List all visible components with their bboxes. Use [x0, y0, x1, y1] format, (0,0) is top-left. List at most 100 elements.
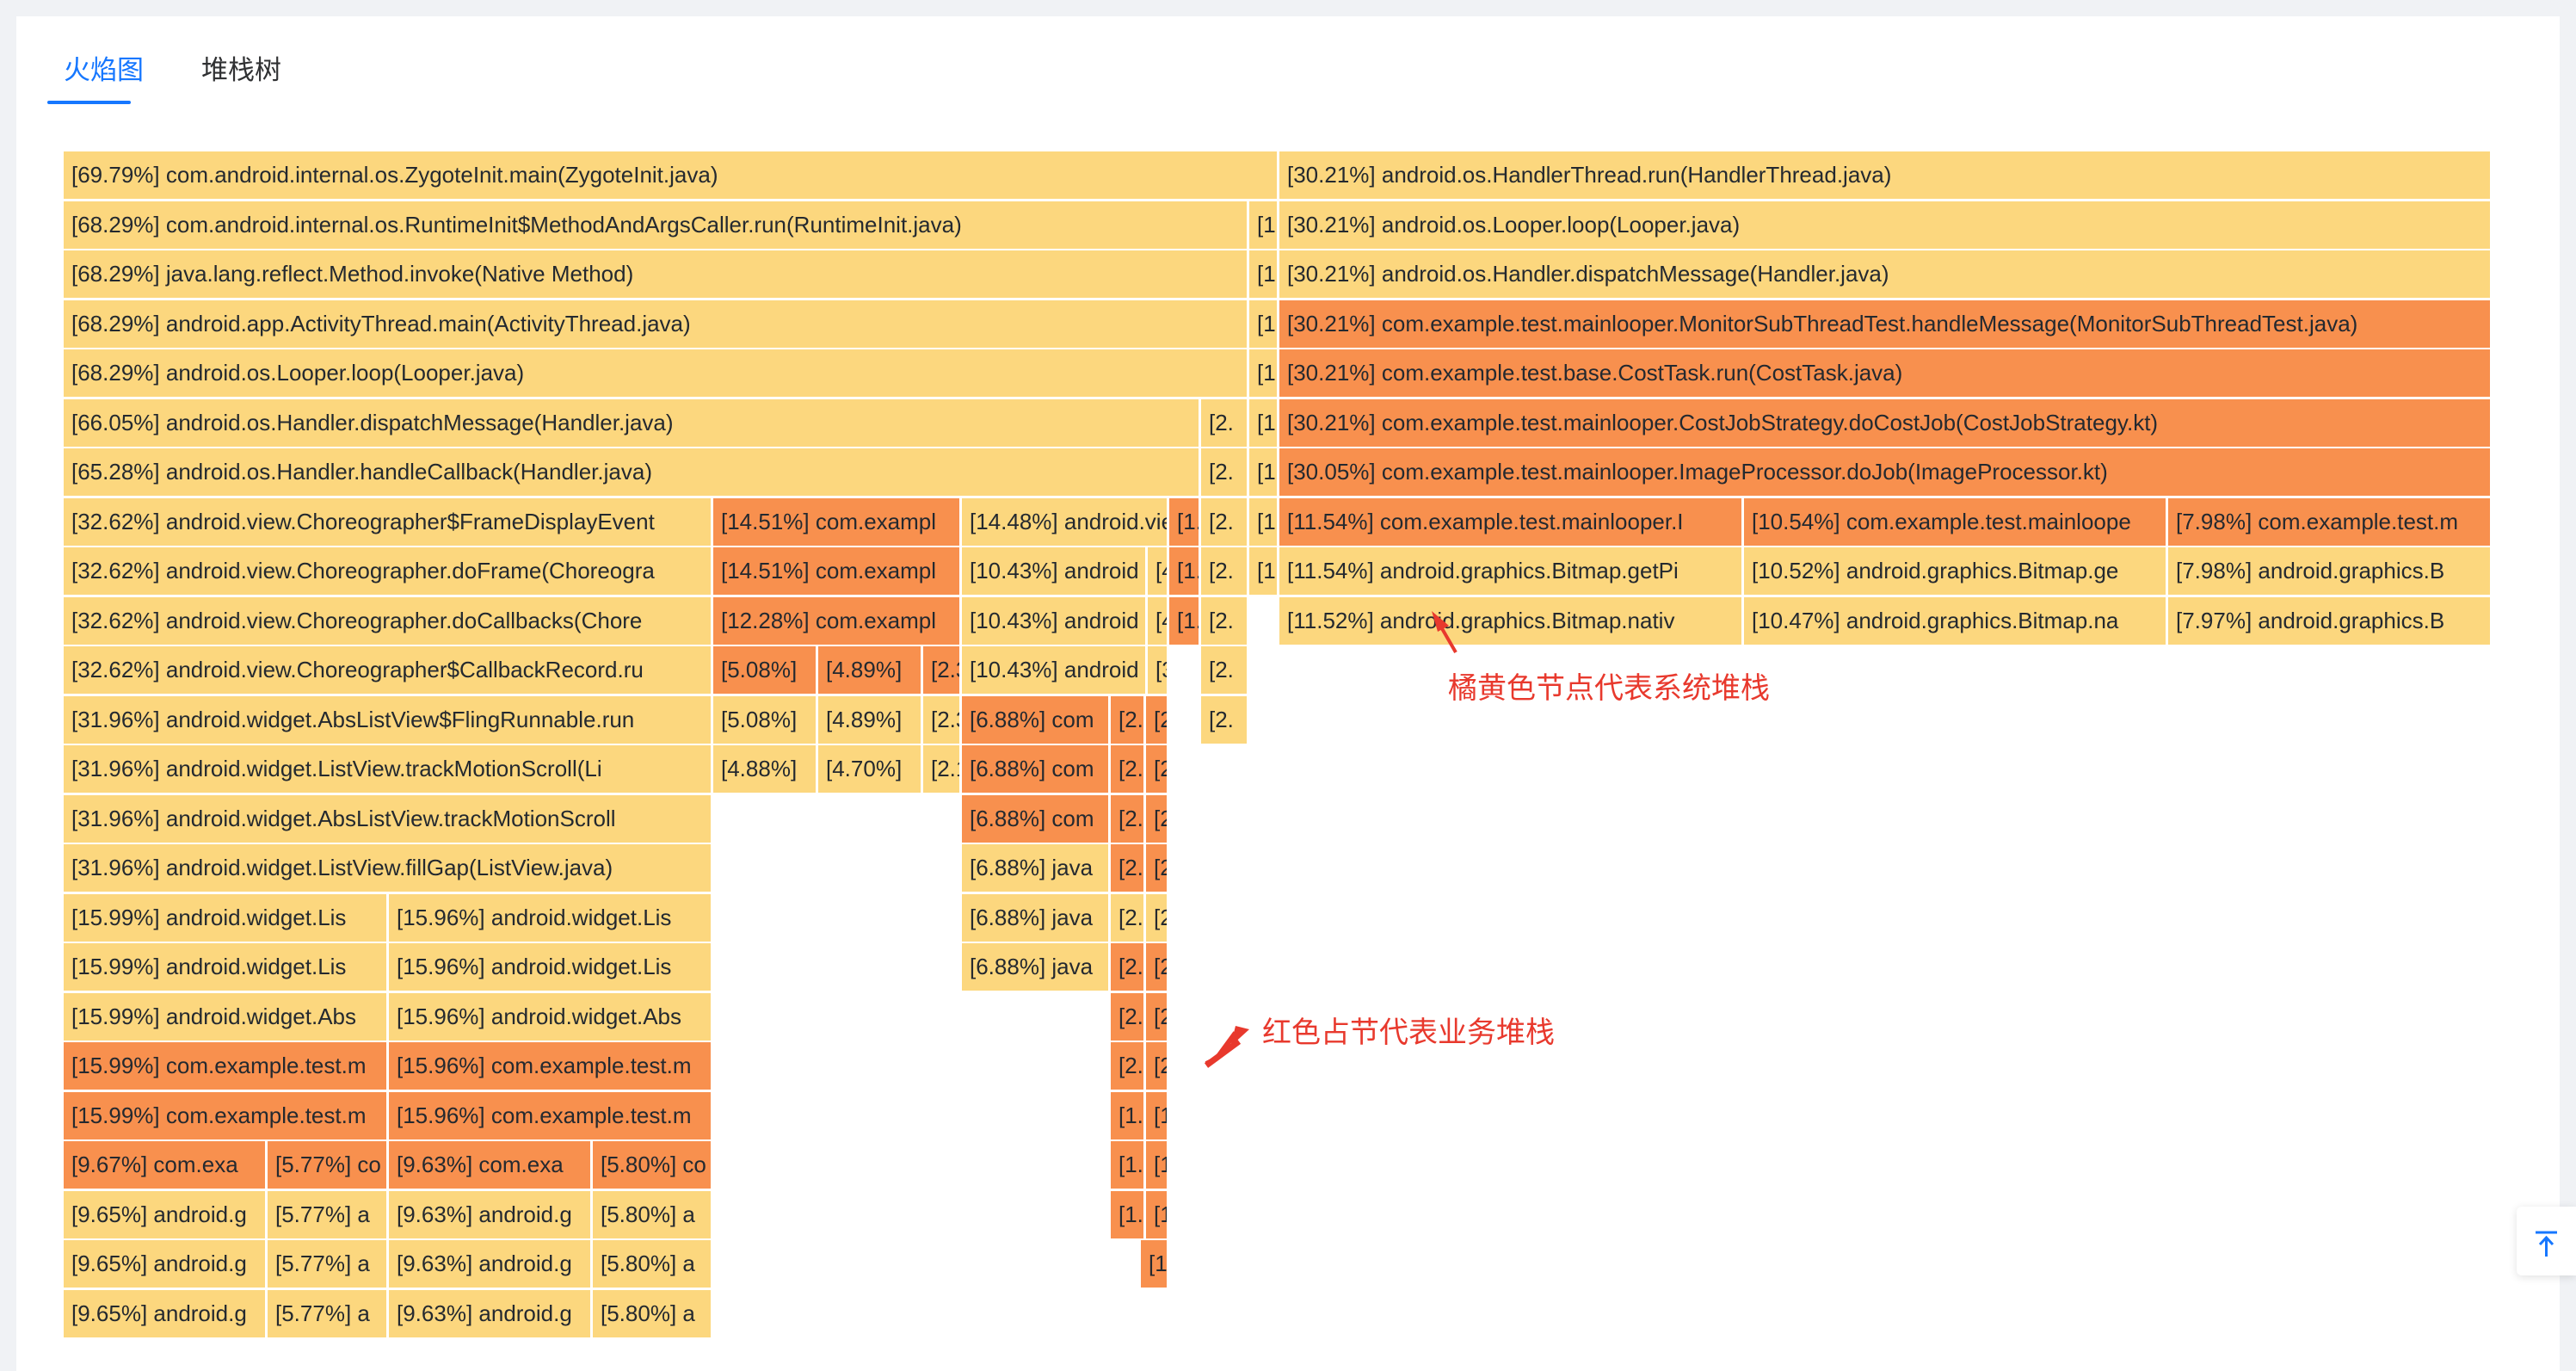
flame-frame[interactable]: [2. [1201, 646, 1249, 694]
flame-frame[interactable]: [65.28%] android.os.Handler.handleCallba… [64, 448, 1201, 496]
flame-frame[interactable]: [2. [1201, 497, 1249, 546]
flame-frame[interactable]: [2. [1111, 794, 1146, 843]
flame-frame[interactable]: [1 [1249, 448, 1279, 496]
flame-frame[interactable]: [7.97%] android.graphics.B [2168, 596, 2493, 645]
flame-frame[interactable]: [14.48%] android.view [962, 497, 1169, 546]
flame-frame[interactable]: [2. [1111, 745, 1146, 793]
flame-frame[interactable]: [14.51%] com.exampl [713, 497, 962, 546]
flame-frame[interactable]: [1 [1141, 1240, 1169, 1288]
flame-frame[interactable]: [10.43%] android [962, 596, 1148, 645]
flame-frame[interactable]: [5.80%] a [593, 1190, 713, 1238]
flame-frame[interactable]: [30.21%] android.os.Looper.loop(Looper.j… [1279, 201, 2493, 249]
flame-frame[interactable]: [66.05%] android.os.Handler.dispatchMess… [64, 398, 1201, 447]
flame-frame[interactable]: [2 [1146, 695, 1169, 744]
flame-frame[interactable]: [14.51%] com.exampl [713, 547, 962, 595]
flame-frame[interactable]: [2. [1111, 943, 1146, 991]
flame-frame[interactable]: [1. [1169, 547, 1201, 595]
flame-frame[interactable]: [10.47%] android.graphics.Bitmap.na [1744, 596, 2168, 645]
flame-frame[interactable]: [15.99%] android.widget.Lis [64, 893, 389, 942]
flame-frame[interactable]: [5.80%] co [593, 1141, 713, 1189]
flame-frame[interactable]: [5.80%] a [593, 1240, 713, 1288]
flame-frame[interactable]: [30.21%] com.example.test.base.CostTask.… [1279, 349, 2493, 397]
flame-frame[interactable]: [2. [1111, 844, 1146, 892]
flame-frame[interactable]: [6.88%] java [962, 844, 1111, 892]
flame-frame[interactable]: [5.77%] co [268, 1141, 389, 1189]
flame-frame[interactable]: [2. [1111, 695, 1146, 744]
flame-frame[interactable]: [11.54%] com.example.test.mainlooper.I [1279, 497, 1744, 546]
flame-frame[interactable]: [1. [1111, 1141, 1146, 1189]
flame-frame[interactable]: [6.88%] com [962, 745, 1111, 793]
flame-frame[interactable]: [4 [1148, 596, 1169, 645]
flame-frame[interactable]: [9.63%] android.g [389, 1240, 593, 1288]
flame-frame[interactable]: [4 [1148, 547, 1169, 595]
flame-frame[interactable]: [4.88%] [713, 745, 818, 793]
flame-frame[interactable]: [6.88%] java [962, 893, 1111, 942]
flame-frame[interactable]: [12.28%] com.exampl [713, 596, 962, 645]
flame-frame[interactable]: [15.96%] android.widget.Lis [389, 943, 713, 991]
flame-frame[interactable]: [2. [1201, 398, 1249, 447]
flame-frame[interactable]: [4.89%] [818, 695, 923, 744]
flame-frame[interactable]: [10.43%] android [962, 646, 1148, 694]
flame-frame[interactable]: [2 [1146, 992, 1169, 1041]
flame-frame[interactable]: [1 [1249, 547, 1279, 595]
flame-frame[interactable]: [6.88%] java [962, 943, 1111, 991]
flame-frame[interactable]: [2 [1146, 943, 1169, 991]
flame-frame[interactable]: [4.70%] [818, 745, 923, 793]
flame-frame[interactable]: [7.98%] android.graphics.B [2168, 547, 2493, 595]
flame-frame[interactable]: [9.63%] android.g [389, 1289, 593, 1337]
flame-frame[interactable]: [31.96%] android.widget.AbsListView$Flin… [64, 695, 713, 744]
flame-frame[interactable]: [15.96%] android.widget.Lis [389, 893, 713, 942]
flame-frame[interactable]: [68.29%] com.android.internal.os.Runtime… [64, 201, 1249, 249]
flame-frame[interactable]: [32.62%] android.view.Choreographer$Call… [64, 646, 713, 694]
flame-frame[interactable]: [11.52%] android.graphics.Bitmap.nativ [1279, 596, 1744, 645]
flame-frame[interactable]: [15.99%] android.widget.Abs [64, 992, 389, 1041]
flame-frame[interactable]: [2.1 [923, 745, 962, 793]
flame-frame[interactable]: [15.99%] com.example.test.m [64, 1091, 389, 1139]
flame-frame[interactable]: [10.43%] android [962, 547, 1148, 595]
flame-frame[interactable]: [9.63%] com.exa [389, 1141, 593, 1189]
flame-frame[interactable]: [15.99%] android.widget.Lis [64, 943, 389, 991]
flame-frame[interactable]: [1. [1169, 596, 1201, 645]
flame-frame[interactable]: [2. [1111, 992, 1146, 1041]
flame-frame[interactable]: [2.3 [923, 646, 962, 694]
flame-frame[interactable]: [68.29%] java.lang.reflect.Method.invoke… [64, 250, 1249, 298]
flame-frame[interactable]: [9.65%] android.g [64, 1240, 268, 1288]
flame-frame[interactable]: [2 [1146, 893, 1169, 942]
flame-frame[interactable]: [15.96%] com.example.test.m [389, 1042, 713, 1090]
flame-frame[interactable]: [5.77%] a [268, 1190, 389, 1238]
flame-frame[interactable]: [30.05%] com.example.test.mainlooper.Ima… [1279, 448, 2493, 496]
flame-frame[interactable]: [30.21%] com.example.test.mainlooper.Cos… [1279, 398, 2493, 447]
flame-frame[interactable]: [68.29%] android.app.ActivityThread.main… [64, 300, 1249, 348]
flame-frame[interactable]: [2. [1111, 1042, 1146, 1090]
flame-frame[interactable]: [6.88%] com [962, 695, 1111, 744]
flame-frame[interactable]: [32.62%] android.view.Choreographer.doCa… [64, 596, 713, 645]
flame-frame[interactable]: [1 [1249, 300, 1279, 348]
flame-frame[interactable]: [69.79%] com.android.internal.os.ZygoteI… [64, 151, 1279, 199]
flame-frame[interactable]: [5.80%] a [593, 1289, 713, 1337]
flame-frame[interactable]: [32.62%] android.view.Choreographer.doFr… [64, 547, 713, 595]
flame-frame[interactable]: [5.77%] a [268, 1289, 389, 1337]
flame-frame[interactable]: [9.65%] android.g [64, 1289, 268, 1337]
flame-frame[interactable]: [2. [1201, 695, 1249, 744]
flame-frame[interactable]: [30.21%] android.os.HandlerThread.run(Ha… [1279, 151, 2493, 199]
flame-frame[interactable]: [1. [1111, 1190, 1146, 1238]
flame-frame[interactable]: [1 [1146, 1141, 1169, 1189]
flame-frame[interactable]: [1. [1169, 497, 1201, 546]
flame-frame[interactable]: [4.89%] [818, 646, 923, 694]
flame-frame[interactable]: [1 [1249, 398, 1279, 447]
flame-frame[interactable]: [1 [1249, 250, 1279, 298]
flame-frame[interactable]: [32.62%] android.view.Choreographer$Fram… [64, 497, 713, 546]
flame-frame[interactable]: [9.67%] com.exa [64, 1141, 268, 1189]
flame-frame[interactable]: [1 [1249, 497, 1279, 546]
flame-frame[interactable]: [1 [1249, 349, 1279, 397]
flame-frame[interactable]: [1 [1146, 1190, 1169, 1238]
flame-frame[interactable]: [15.96%] com.example.test.m [389, 1091, 713, 1139]
flame-frame[interactable]: [10.52%] android.graphics.Bitmap.ge [1744, 547, 2168, 595]
tab-flame-graph[interactable]: 火焰图 [64, 55, 144, 86]
flame-frame[interactable]: [2 [1146, 844, 1169, 892]
flame-frame[interactable]: [3 [1148, 646, 1169, 694]
flame-frame[interactable]: [30.21%] com.example.test.mainlooper.Mon… [1279, 300, 2493, 348]
flame-frame[interactable]: [2. [1111, 893, 1146, 942]
flame-frame[interactable]: [1 [1146, 1091, 1169, 1139]
flame-frame[interactable]: [2.3 [923, 695, 962, 744]
